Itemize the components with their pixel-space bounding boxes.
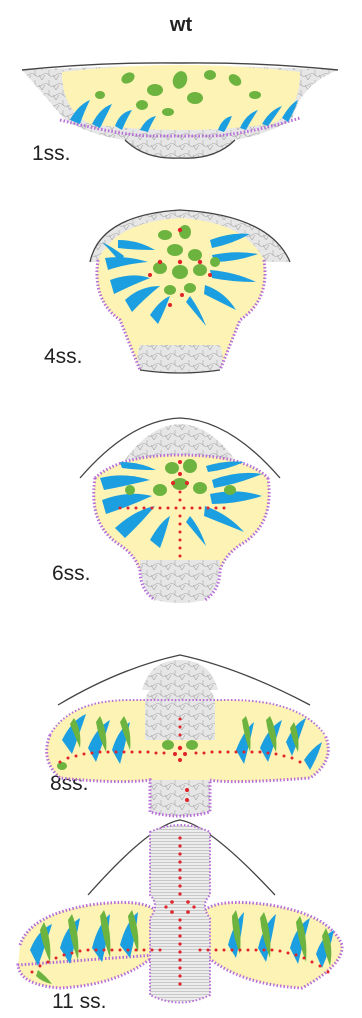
embryo-6ss [80,418,280,603]
embryo-11ss [18,820,342,1003]
embryo-8ss [47,655,329,816]
embryo-1ss [22,63,338,158]
embryo-4ss [90,210,290,373]
